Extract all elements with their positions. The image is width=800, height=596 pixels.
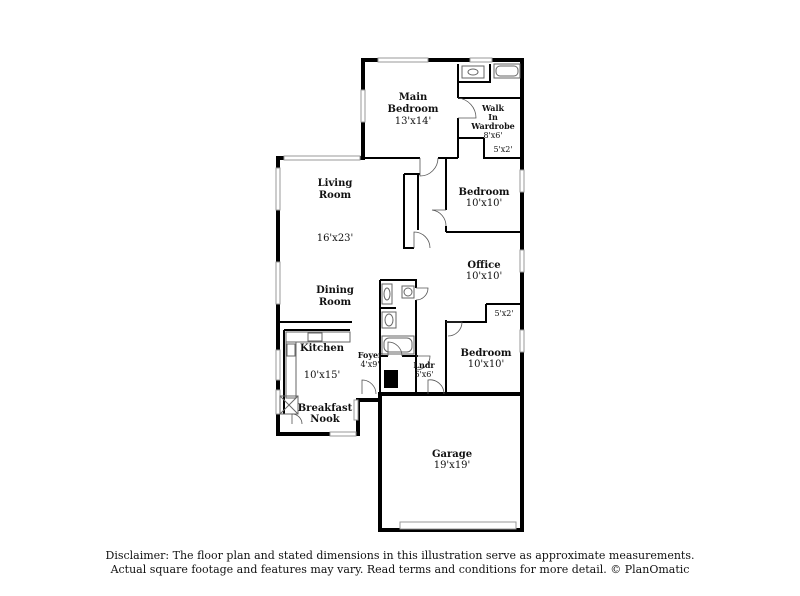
closet-bottom-dim: 5'x2'	[494, 309, 513, 318]
living-room-dim: 16'x23'	[317, 233, 354, 244]
walk-in-wardrobe-label-1: Walk	[481, 103, 505, 113]
main-bedroom-dim: 13'x14'	[395, 116, 432, 127]
living-room-label-1: Living	[318, 178, 353, 189]
structural-column	[384, 370, 398, 388]
walk-in-wardrobe-dim: 8'x6'	[483, 131, 502, 140]
foyer-dim: 4'x9'	[360, 360, 379, 369]
office-dim: 10'x10'	[466, 271, 503, 282]
garage-dim: 19'x19'	[434, 460, 471, 471]
breakfast-nook-label-2: Nook	[310, 414, 340, 425]
bedroom-top-label: Bedroom	[459, 187, 510, 198]
closet-top-dim: 5'x2'	[493, 145, 512, 154]
walk-in-wardrobe-label-3: Wardrobe	[470, 121, 515, 131]
dining-room-label-1: Dining	[316, 285, 354, 296]
kitchen-label: Kitchen	[300, 343, 345, 354]
laundry-dim: 6'x6'	[414, 370, 433, 379]
windows	[275, 57, 525, 530]
main-bedroom-label-1: Main	[399, 92, 428, 103]
breakfast-nook-label-1: Breakfast	[298, 403, 353, 414]
kitchen-dim: 10'x15'	[304, 370, 341, 381]
bedroom-top-dim: 10'x10'	[466, 198, 503, 209]
main-bedroom-label-2: Bedroom	[388, 104, 439, 115]
floor-plan: Main Bedroom 13'x14' Walk In Wardrobe 8'…	[275, 57, 525, 532]
dining-room-label-2: Room	[319, 297, 352, 308]
laundry-label: Lndr	[413, 360, 435, 370]
garage-label: Garage	[432, 449, 472, 460]
disclaimer-line-1: Disclaimer: The floor plan and stated di…	[105, 549, 695, 562]
walk-in-wardrobe-label-2: In	[488, 112, 498, 122]
fixtures	[279, 63, 521, 415]
office-label: Office	[467, 260, 500, 271]
disclaimer: Disclaimer: The floor plan and stated di…	[0, 549, 800, 577]
bedroom-bottom-dim: 10'x10'	[468, 359, 505, 370]
door-swings	[291, 97, 477, 425]
foyer-label: Foyer	[358, 350, 383, 360]
bedroom-bottom-label: Bedroom	[461, 348, 512, 359]
living-room-label-2: Room	[319, 190, 352, 201]
disclaimer-line-2: Actual square footage and features may v…	[110, 563, 690, 576]
